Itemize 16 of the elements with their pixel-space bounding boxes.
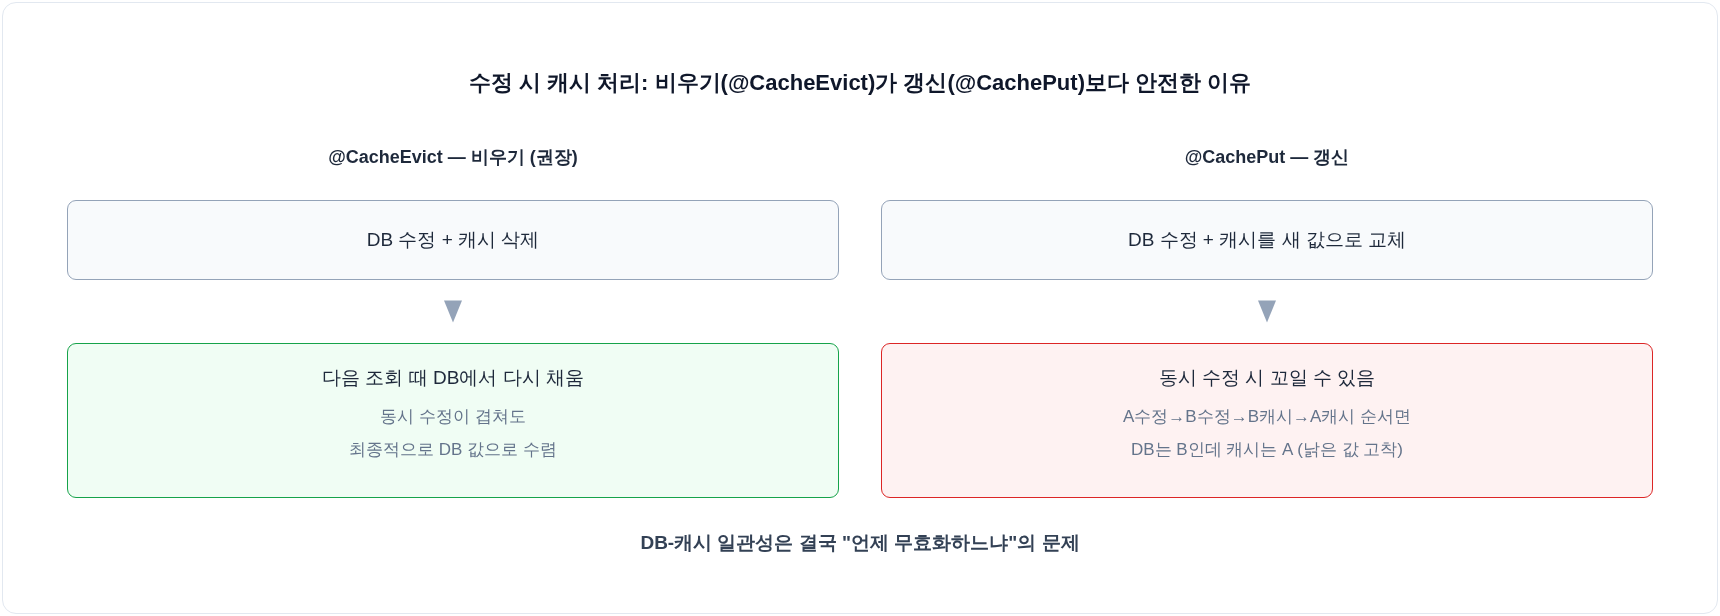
arrow: [444, 300, 462, 323]
node-title: DB 수정 + 캐시를 새 값으로 교체: [1127, 228, 1407, 252]
node-title: DB 수정 + 캐시 삭제: [366, 228, 540, 252]
column-heading: @CacheEvict — 비우기 (권장): [328, 146, 578, 169]
column-heading: @CachePut — 갱신: [1184, 146, 1350, 169]
process-box: [67, 200, 839, 280]
arrow: [1258, 300, 1276, 323]
warning-box: [881, 343, 1653, 498]
node-title: 다음 조회 때 DB에서 다시 채움: [322, 366, 584, 390]
process-box: [881, 200, 1653, 280]
result-box: [67, 343, 839, 498]
node-description: 동시 수정이 겹쳐도 최종적으로 DB 값으로 수렴: [348, 406, 558, 461]
diagram-title: 수정 시 캐시 처리: 비우기(@CacheEvict)가 갱신(@CachePut)보다 안전한 이유: [468, 69, 1252, 97]
node-description: A수정→B수정→B캐시→A캐시 순서면 DB는 B인데 캐시는 A (낡은 값 고착): [1121, 406, 1413, 461]
caption: DB-캐시 일관성은 결국 "언제 무효화하느냐"의 문제: [640, 531, 1080, 555]
node-title: 동시 수정 시 꼬일 수 있음: [1158, 366, 1376, 390]
